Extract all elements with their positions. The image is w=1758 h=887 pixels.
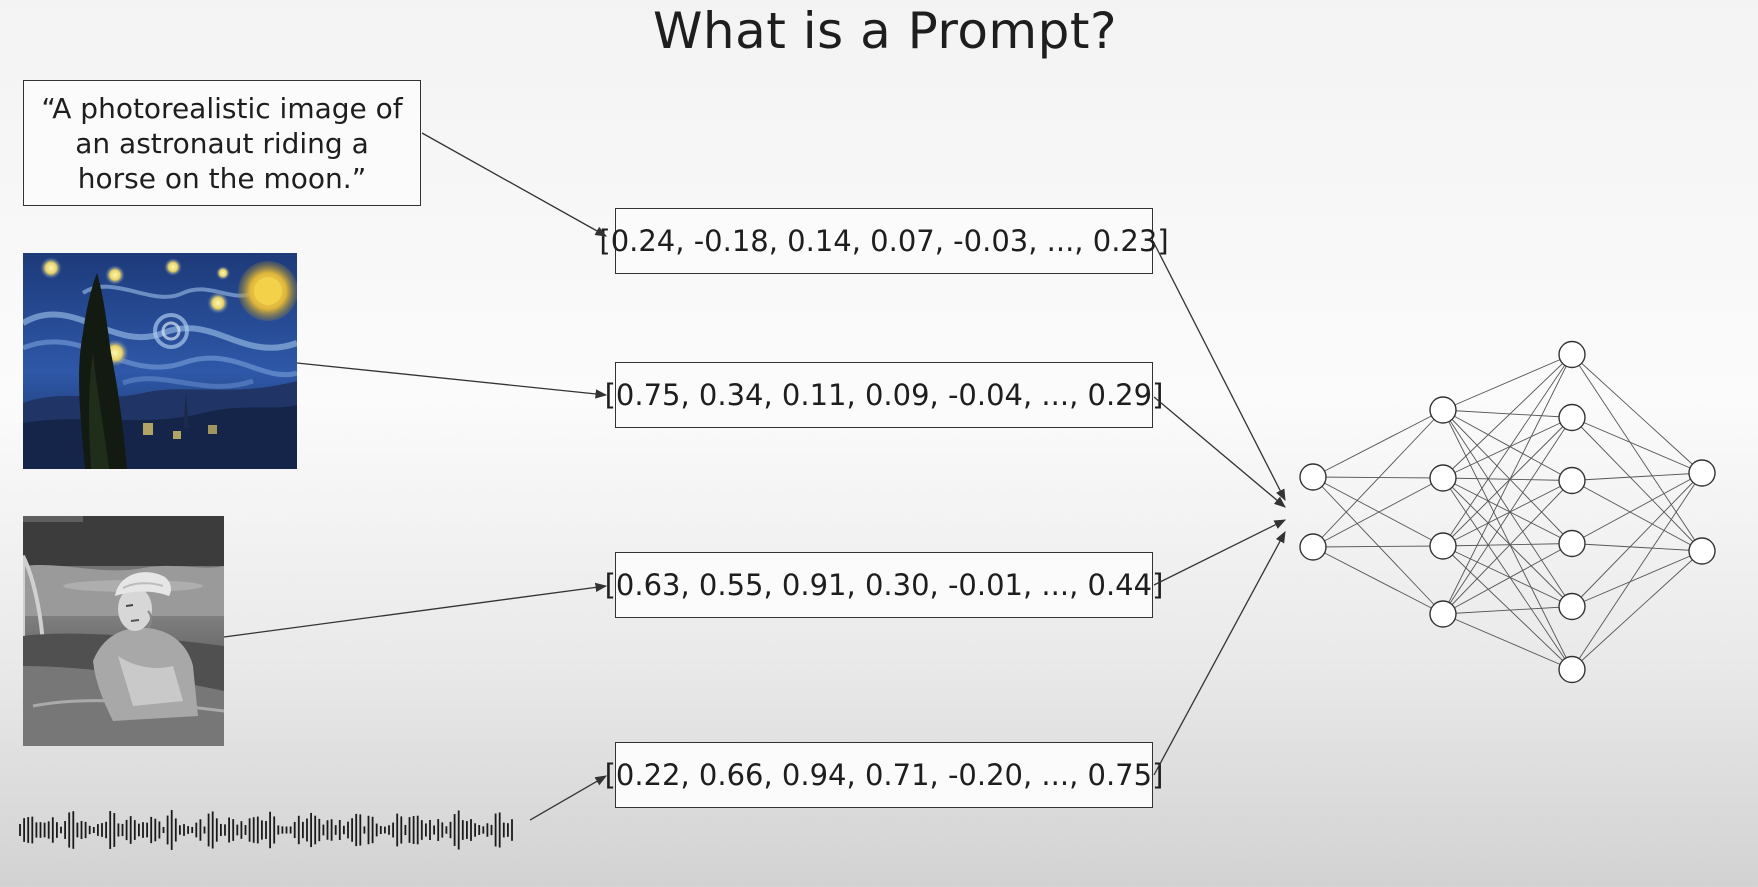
network-connection: [1442, 545, 1573, 670]
slide-title: What is a Prompt?: [652, 2, 1118, 60]
network-connection: [1312, 409, 1444, 548]
network-connection: [1571, 417, 1703, 474]
embedding-vector-painting-label: [0.75, 0.34, 0.11, 0.09, -0.04, ..., 0.2…: [604, 378, 1164, 412]
network-node-layer-4: [1688, 537, 1716, 565]
network-connection: [1442, 477, 1573, 481]
network-connection: [1571, 417, 1703, 552]
network-connection: [1571, 472, 1703, 544]
network-connection: [1442, 613, 1573, 670]
painting-graphic: [23, 253, 297, 469]
text-prompt-box: “A photorealistic image of an astronaut …: [23, 80, 421, 206]
network-connection: [1571, 550, 1703, 607]
network-connection: [1312, 476, 1444, 547]
network-connection: [1312, 477, 1444, 548]
network-node-layer-3: [1558, 466, 1586, 495]
neural-network: [1299, 340, 1716, 684]
network-connection: [1442, 545, 1573, 607]
network-connection: [1571, 543, 1703, 552]
network-node-layer-3: [1558, 403, 1586, 432]
network-node-layer-1: [1299, 463, 1327, 491]
network-connection: [1442, 417, 1573, 479]
network-connection: [1571, 480, 1703, 552]
network-connection: [1442, 409, 1573, 481]
photograph-image: [23, 516, 224, 746]
network-connection: [1442, 477, 1573, 607]
embedding-vector-photo: [0.63, 0.55, 0.91, 0.30, -0.01, ..., 0.4…: [605, 552, 1163, 618]
network-connection: [1571, 472, 1703, 481]
network-connection: [1571, 354, 1703, 474]
network-node-layer-2: [1429, 600, 1457, 628]
arrow-audio-to-vector: [529, 775, 608, 821]
network-node-layer-2: [1429, 532, 1457, 560]
embedding-vector-audio-label: [0.22, 0.66, 0.94, 0.71, -0.20, ..., 0.7…: [604, 758, 1164, 792]
network-connection: [1442, 543, 1573, 547]
arrow-vector4-to-network: [1153, 530, 1286, 776]
embedding-vector-painting: [0.75, 0.34, 0.11, 0.09, -0.04, ..., 0.2…: [605, 362, 1163, 428]
arrow-painting-to-vector: [296, 362, 608, 399]
network-connection: [1312, 476, 1444, 615]
network-connection: [1571, 354, 1703, 552]
input-arrows: [223, 132, 608, 821]
embedding-vector-audio: [0.22, 0.66, 0.94, 0.71, -0.20, ..., 0.7…: [605, 742, 1163, 808]
arrow-vector1-to-network: [1153, 242, 1286, 502]
network-connection: [1312, 546, 1444, 615]
network-node-layer-3: [1558, 340, 1586, 369]
network-connection: [1312, 545, 1444, 548]
embedding-vector-photo-label: [0.63, 0.55, 0.91, 0.30, -0.01, ..., 0.4…: [604, 568, 1164, 602]
network-connection: [1442, 480, 1573, 547]
network-connection: [1442, 354, 1573, 411]
network-node-layer-2: [1429, 464, 1457, 492]
network-node-layer-1: [1299, 533, 1327, 561]
network-connection: [1571, 472, 1703, 670]
network-node-layer-4: [1688, 459, 1716, 487]
arrow-text-to-vector: [421, 132, 608, 237]
audio-waveform-graphic: [19, 810, 513, 850]
network-connection: [1442, 417, 1573, 547]
network-connection: [1442, 409, 1573, 670]
network-connection: [1442, 409, 1573, 418]
network-connection: [1442, 417, 1573, 615]
vector-to-network-arrows: [1153, 242, 1287, 776]
network-connection: [1571, 472, 1703, 607]
network-connection: [1442, 354, 1573, 547]
embedding-vector-text-label: [0.24, -0.18, 0.14, 0.07, -0.03, ..., 0.…: [599, 224, 1169, 258]
network-node-layer-3: [1558, 592, 1586, 621]
text-prompt-label: “A photorealistic image of an astronaut …: [41, 91, 403, 195]
network-connection: [1442, 354, 1573, 479]
network-connection: [1442, 409, 1573, 607]
arrow-photo-to-vector: [223, 582, 608, 638]
painting-image: [23, 253, 297, 469]
network-connection: [1442, 354, 1573, 615]
network-connection: [1312, 409, 1444, 478]
arrow-vector2-to-network: [1153, 396, 1286, 508]
network-connection: [1442, 543, 1573, 615]
network-connection: [1312, 476, 1444, 479]
network-connection: [1442, 409, 1573, 544]
network-connection: [1442, 480, 1573, 615]
network-node-layer-3: [1558, 655, 1586, 684]
network-connection: [1442, 477, 1573, 670]
network-connection: [1442, 606, 1573, 615]
audio-waveform-bars: [19, 810, 513, 850]
network-connection: [1442, 477, 1573, 544]
network-connection: [1571, 550, 1703, 670]
embedding-vector-text: [0.24, -0.18, 0.14, 0.07, -0.03, ..., 0.…: [599, 208, 1169, 274]
arrow-vector3-to-network: [1153, 519, 1287, 586]
network-node-layer-3: [1558, 529, 1586, 558]
photograph-graphic: [23, 516, 224, 746]
network-node-layer-2: [1429, 396, 1457, 424]
